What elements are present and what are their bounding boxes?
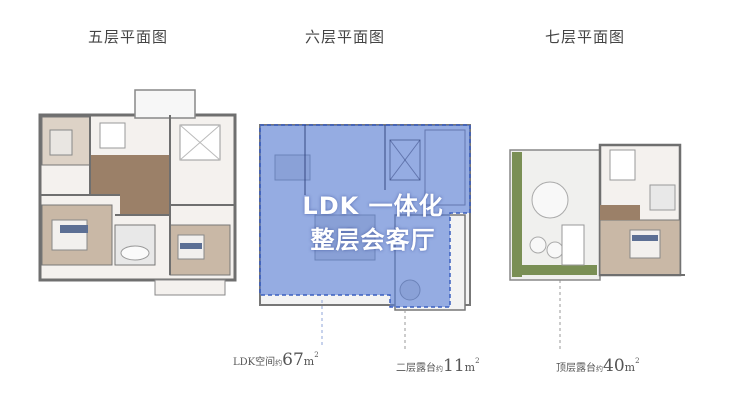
- ldk-area-about: 约: [275, 359, 283, 367]
- floor6-title: 六层平面图: [305, 28, 386, 46]
- roof-area-sup: 2: [635, 357, 640, 365]
- floor6-plan: [259, 124, 471, 311]
- ldk-area-value: 67: [282, 350, 304, 370]
- ldk-area-unit: m: [303, 355, 315, 368]
- floor7-plan: [509, 143, 685, 281]
- floor5-plan: [38, 89, 237, 296]
- ldk-overlay-line2: 整层会客厅: [310, 226, 436, 254]
- terrace2-area-caption: 二层露台约11m2: [396, 356, 480, 376]
- floor7-title: 七层平面图: [545, 28, 626, 46]
- roof-area-value: 40: [603, 356, 625, 376]
- floor5-title: 五层平面图: [88, 28, 169, 46]
- roof-area-label: 顶层露台: [556, 363, 596, 374]
- roof-area-about: 约: [596, 365, 603, 373]
- ldk-area-caption: LDK空间约67m2: [233, 350, 319, 370]
- roof-area-caption: 顶层露台约40m2: [556, 356, 640, 376]
- roof-area-unit: m: [624, 361, 636, 374]
- ldk-area-label: LDK空间: [233, 357, 276, 368]
- terrace2-area-value: 11: [443, 356, 465, 376]
- terrace2-area-unit: m: [464, 361, 476, 374]
- ldk-overlay-line1: LDK 一体化: [302, 192, 444, 220]
- terrace2-area-about: 约: [436, 365, 443, 373]
- terrace2-area-label: 二层露台: [396, 363, 436, 374]
- terrace2-area-sup: 2: [475, 357, 480, 365]
- ldk-area-sup: 2: [314, 351, 319, 359]
